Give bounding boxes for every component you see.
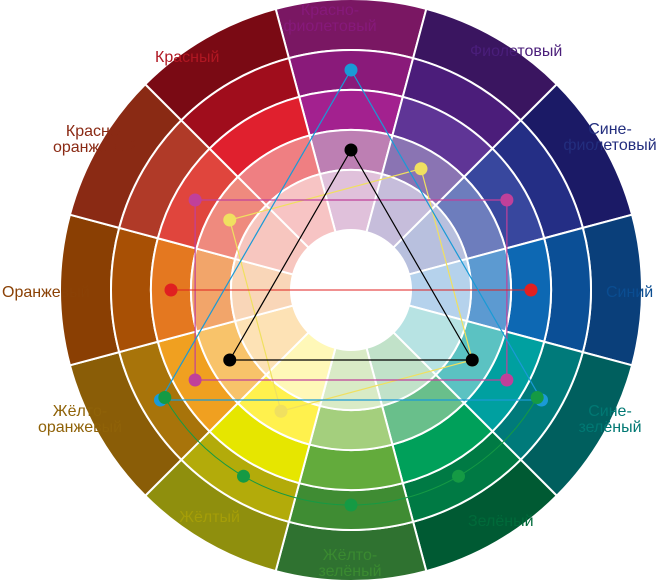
label-blue: Синий [606, 284, 654, 301]
green-dot-3 [237, 469, 250, 483]
blue-dot-0 [344, 63, 358, 77]
yellow-dot-0 [223, 213, 237, 227]
harmony-guides [153, 63, 549, 512]
magenta-dot-1 [500, 193, 514, 207]
blue-triad [159, 68, 543, 401]
black-dot-2 [223, 353, 237, 367]
black-dot-0 [344, 143, 358, 157]
label-red-orange: Красно-оранжевый [52, 123, 138, 156]
black-triad [228, 148, 474, 361]
label-yellow-green: Жёлто-зелёный [318, 547, 382, 580]
label-blue-violet: Сине-фиолетовый [563, 121, 657, 154]
magenta-dot-0 [188, 193, 202, 207]
green-dot-1 [452, 469, 465, 483]
magenta-dot-2 [500, 373, 514, 387]
red-dot-1 [524, 283, 538, 297]
label-violet: Фиолетовый [470, 43, 563, 60]
label-red-violet: Красно-фиолетовый [283, 2, 377, 35]
label-red: Красный [155, 49, 220, 66]
yellow-dot-1 [414, 162, 428, 176]
green-dot-2 [344, 498, 358, 512]
label-yellow-orange: Жёлто-оранжевый [37, 403, 123, 436]
green-dot-4 [158, 391, 172, 404]
green-dot-0 [530, 391, 544, 404]
label-blue-green: Сине-зелёный [578, 403, 642, 436]
yellow-dot-3 [274, 404, 288, 418]
label-yellow: Жёлтый [179, 509, 240, 526]
black-dot-1 [465, 353, 479, 367]
wheel-cell-6-ring-3 [308, 404, 394, 451]
red-dot-0 [164, 283, 178, 297]
magenta-dot-3 [188, 373, 202, 387]
wheel-cell-6-ring-2 [298, 443, 404, 491]
label-orange: Оранжевый [2, 284, 90, 301]
label-green: Зелёный [468, 513, 534, 530]
wheel-cell-0-ring-2 [298, 89, 404, 137]
